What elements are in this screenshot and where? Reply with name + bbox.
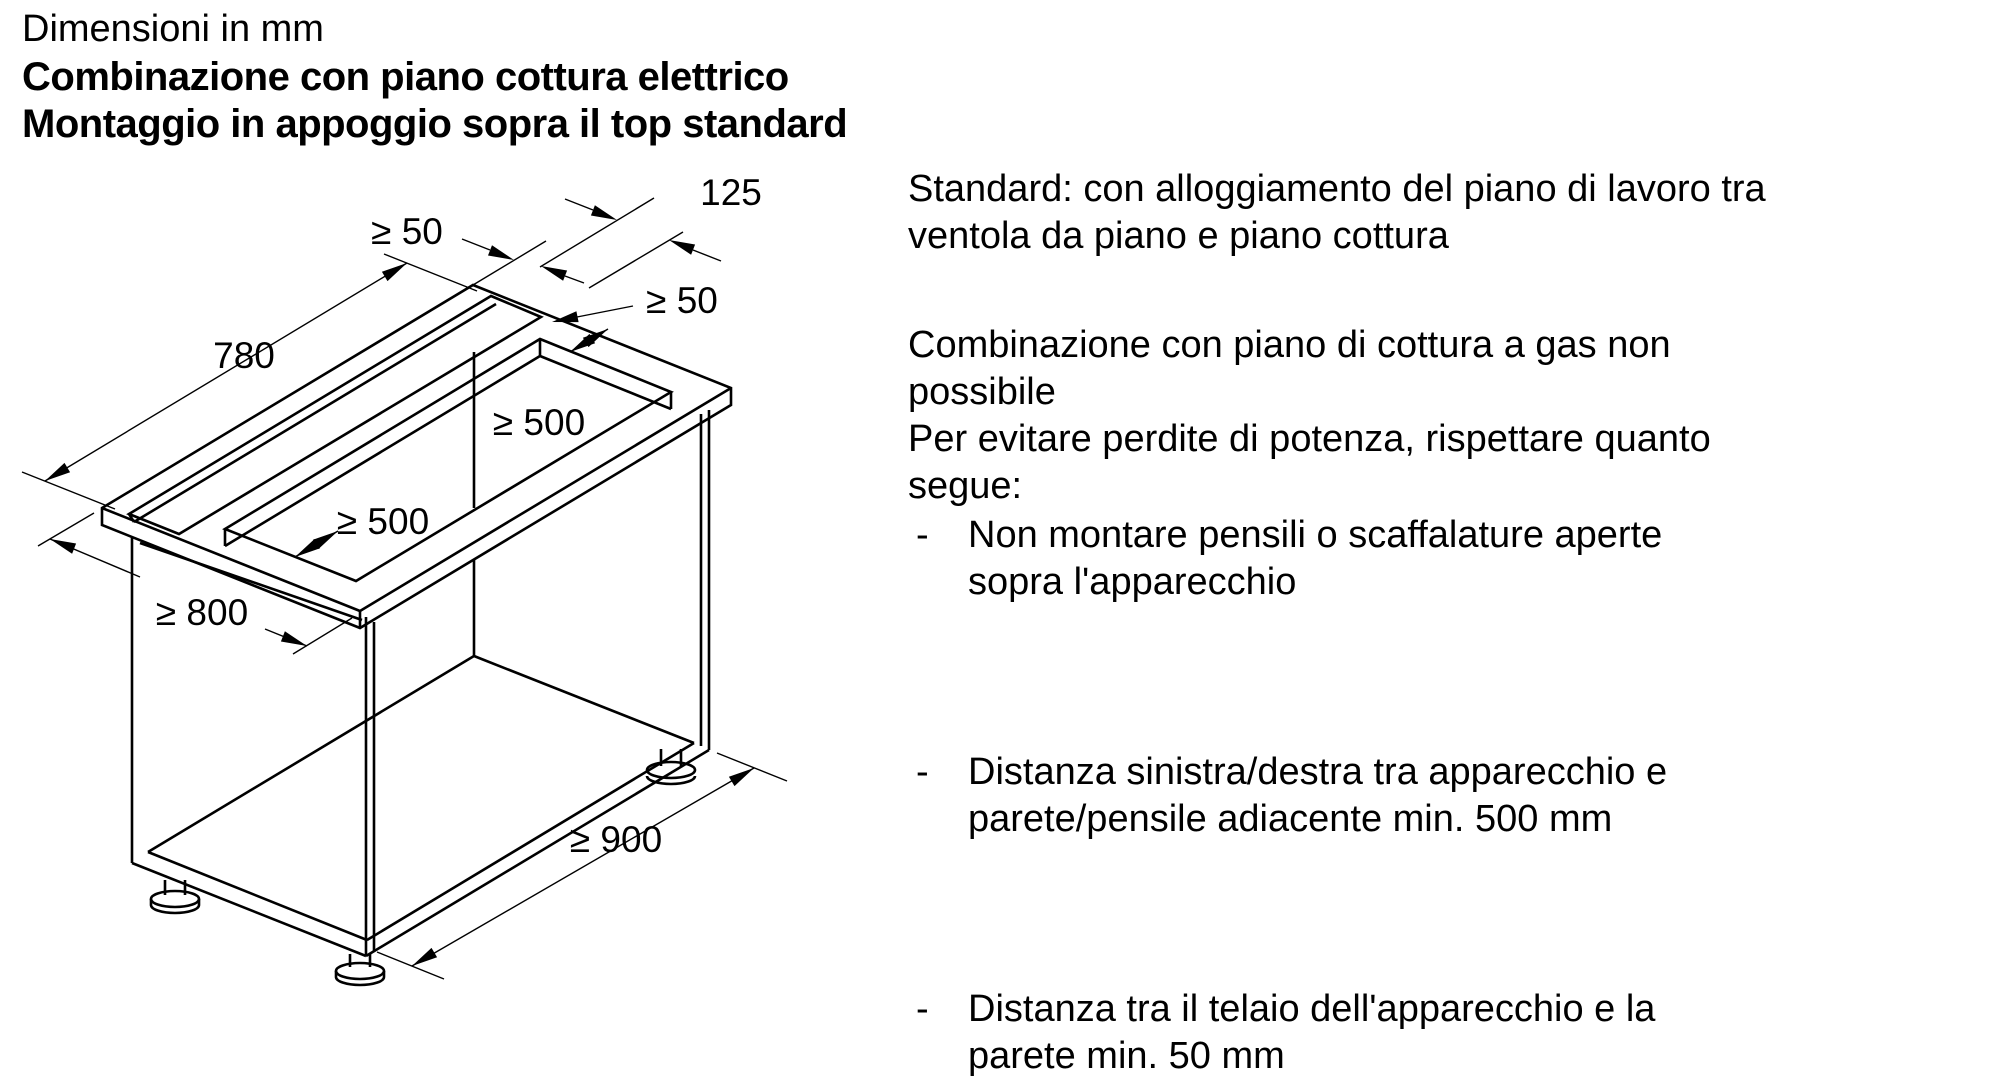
subtitle-combination: Combinazione con piano cottura elettrico [22,55,789,99]
bullet-wall-distance: - Distanza tra il telaio dell'apparecchi… [908,986,2000,1080]
bullet-no-shelves-line2: sopra l'apparecchio [968,561,1297,603]
cabinet-carcass [130,352,711,958]
dim-side-clearance-right-label: ≥ 500 [493,402,585,443]
dim-side-clearance-left: ≥ 500 [294,501,429,558]
note-standard: Standard: con alloggiamento del piano di… [908,166,1988,260]
dim-slot-length-label: 780 [213,335,275,376]
dim-slot-width: 125 [539,172,762,289]
dimension-annotations: 780 125 ≥ 50 ≥ 50 [21,172,788,980]
bullet-wall-distance-line1: Distanza tra il telaio dell'apparecchio … [968,988,1656,1030]
hob-cutout [222,337,674,583]
dim-bar-clearance-label: ≥ 50 [646,280,718,321]
dim-worktop-height: ≥ 800 [37,512,353,655]
note-gas-line4: segue: [908,465,1023,507]
bullet-dash: - [916,514,929,556]
dim-cabinet-width-label: ≥ 900 [570,819,662,860]
note-standard-line2: ventola da piano e piano cottura [908,215,1449,257]
bullet-wall-distance-line2: parete min. 50 mm [968,1035,1285,1077]
bullet-dash: - [916,988,929,1030]
cabinet-feet [149,749,697,987]
bullet-dash: - [916,751,929,793]
dim-cabinet-width: ≥ 900 [376,752,788,980]
note-standard-line1: Standard: con alloggiamento del piano di… [908,168,1766,210]
bullet-side-distance-line2: parete/pensile adiacente min. 500 mm [968,798,1613,840]
vent-slot-cutout [126,294,544,536]
dim-back-clearance: ≥ 50 [371,211,585,286]
note-gas-warning: Combinazione con piano di cottura a gas … [908,322,1988,510]
worktop [100,283,733,630]
note-gas-line2: possibile [908,371,1056,413]
subtitle-mounting: Montaggio in appoggio sopra il top stand… [22,102,848,146]
page-title: Dimensioni in mm [22,8,324,50]
note-gas-line3: Per evitare perdite di potenza, rispetta… [908,418,1711,460]
dim-back-clearance-label: ≥ 50 [371,211,443,252]
installation-diagram: 780 125 ≥ 50 ≥ 50 [21,172,788,987]
note-gas-line1: Combinazione con piano di cottura a gas … [908,324,1671,366]
bullet-no-shelves-line1: Non montare pensili o scaffalature apert… [968,514,1663,556]
bullet-side-distance-line1: Distanza sinistra/destra tra apparecchio… [968,751,1668,793]
dim-slot-length: 780 [21,253,478,510]
dim-side-clearance-left-label: ≥ 500 [337,501,429,542]
dim-side-clearance-right: ≥ 500 [493,328,609,443]
bullet-no-shelves: - Non montare pensili o scaffalature ape… [908,512,2000,606]
bullet-side-distance: - Distanza sinistra/destra tra apparecch… [908,749,2000,843]
dim-worktop-height-label: ≥ 800 [156,592,248,633]
dim-bar-clearance: ≥ 50 [552,280,718,323]
dim-slot-width-label: 125 [700,172,762,213]
